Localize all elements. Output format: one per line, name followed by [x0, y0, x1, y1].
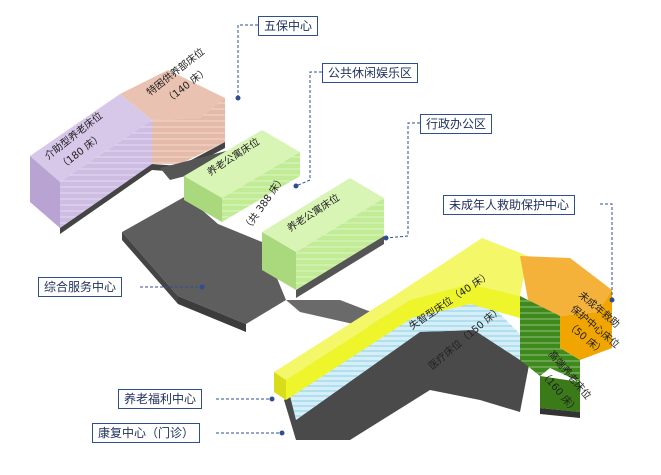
main-yellow-block: [274, 238, 530, 440]
dark-green-block: [520, 296, 580, 418]
callout-weichengnian: 未成年人救助保护中心: [443, 195, 576, 215]
callout-yanglao-fuli: 养老福利中心: [118, 389, 203, 409]
callout-xingzheng: 行政办公区: [420, 114, 493, 134]
callout-gonggong: 公共休闲娱乐区: [322, 63, 419, 83]
leader-lines: [140, 24, 613, 434]
callout-kangfu: 康复中心（门诊）: [92, 423, 201, 443]
green-block-2: [262, 178, 384, 298]
callout-zonghe: 综合服务中心: [38, 277, 123, 297]
leader-dots: [199, 95, 615, 436]
callout-wubao: 五保中心: [258, 16, 319, 36]
green-block-1: [184, 130, 300, 222]
